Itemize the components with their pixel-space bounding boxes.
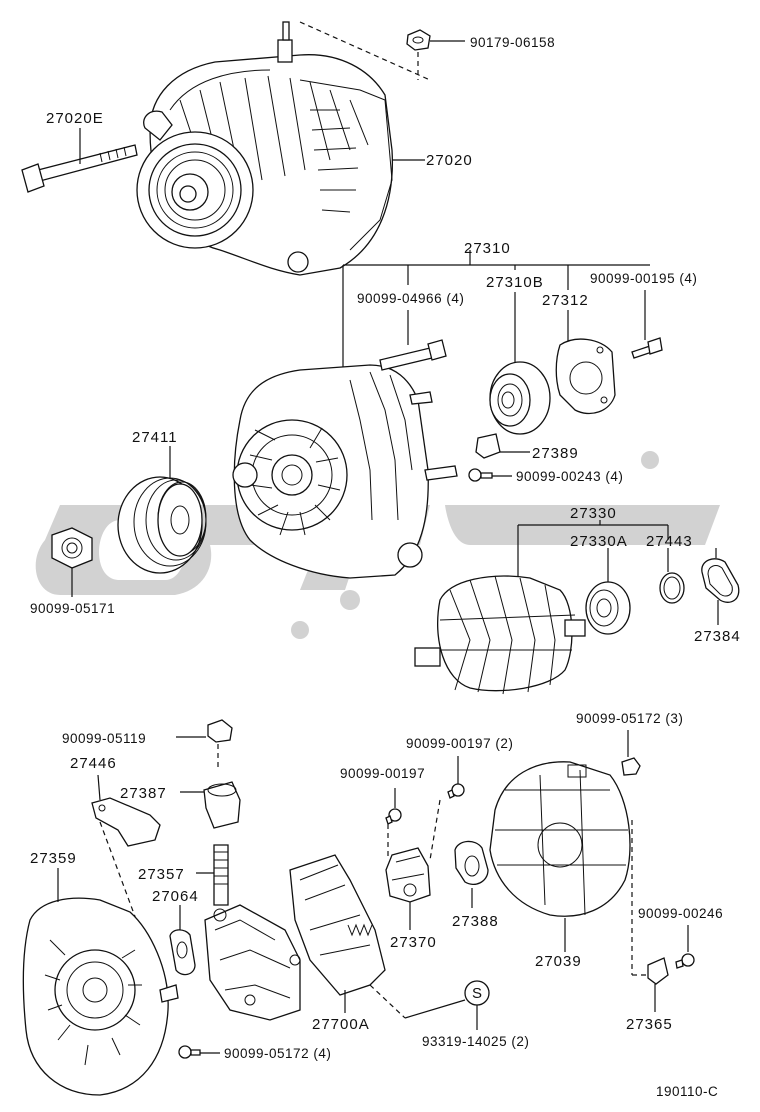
rotor-27330: [414, 575, 586, 695]
label-90099-05172-3: 90099-05172 (3): [576, 711, 683, 726]
label-27365: 27365: [626, 1016, 673, 1033]
label-27370: 27370: [390, 934, 437, 951]
label-27020: 27020: [426, 152, 473, 169]
label-27388: 27388: [452, 913, 499, 930]
seal-27384: [701, 558, 740, 603]
bearing-27310b: [489, 361, 551, 435]
screw-90099-05119: [207, 719, 233, 743]
label-90099-00246: 90099-00246: [638, 906, 723, 921]
label-27357: 27357: [138, 866, 185, 883]
cover-27389: [475, 433, 501, 459]
label-90099-00243: 90099-00243 (4): [516, 469, 623, 484]
insulator-27387: [203, 781, 241, 829]
label-90099-00195: 90099-00195 (4): [590, 271, 697, 286]
screw-90099-05172-3: [621, 757, 641, 776]
label-27330: 27330: [570, 505, 617, 522]
label-27039: 27039: [535, 953, 582, 970]
label-27443: 27443: [646, 533, 693, 550]
drive-end-frame: [232, 364, 458, 579]
terminal-27365: [647, 957, 669, 985]
screw-90099-00243: [468, 468, 493, 482]
label-27384: 27384: [694, 628, 741, 645]
label-27411: 27411: [132, 429, 178, 446]
label-27310: 27310: [464, 240, 511, 257]
label-s-marker: S: [472, 985, 483, 1002]
label-90179-06158: 90179-06158: [470, 35, 555, 50]
retainer-plate-27312: [555, 338, 616, 415]
rear-cover-27039: [489, 761, 631, 917]
label-27310b: 27310B: [486, 274, 544, 291]
label-27064: 27064: [152, 888, 199, 905]
ring-27443: [659, 572, 685, 604]
bearing-27330a: [585, 581, 631, 635]
rear-end-frame-27359: [22, 897, 179, 1096]
label-27446: 27446: [70, 755, 117, 772]
insulator-27064: [169, 929, 196, 976]
screw-90099-00197-2: [447, 783, 465, 799]
label-90099-05172-4: 90099-05172 (4): [224, 1046, 331, 1061]
label-27387: 27387: [120, 785, 167, 802]
nut-90099-05171: [51, 527, 93, 569]
nut-90179-06158: [406, 29, 431, 51]
cover-27388: [454, 840, 489, 885]
label-27700a: 27700A: [312, 1016, 370, 1033]
label-90099-04966: 90099-04966 (4): [357, 291, 464, 306]
screw-90099-00246: [675, 953, 695, 969]
label-90099-05119: 90099-05119: [62, 731, 146, 746]
stud-90099-04966: [379, 339, 447, 371]
label-93319-14025: 93319-14025 (2): [422, 1034, 529, 1049]
rectifier-holder: [204, 904, 301, 1021]
figure-code: 190110-C: [656, 1084, 718, 1099]
label-27312: 27312: [542, 292, 589, 309]
bracket-27446: [91, 797, 161, 847]
label-90099-00197-2: 90099-00197 (2): [406, 736, 513, 751]
screw-90099-00195: [631, 337, 663, 359]
brush-holder-27370: [385, 847, 431, 903]
label-27020e: 27020E: [46, 110, 104, 127]
label-90099-05171: 90099-05171: [30, 601, 115, 616]
screw-90099-05172-4: [178, 1045, 201, 1059]
bolt-27020E: [21, 144, 138, 193]
screw-90099-00197: [385, 808, 402, 825]
label-90099-00197: 90099-00197: [340, 766, 425, 781]
pulley-27411: [117, 476, 207, 574]
label-27330a: 27330A: [570, 533, 628, 550]
label-27359: 27359: [30, 850, 77, 867]
label-27389: 27389: [532, 445, 579, 462]
terminal-bolt-27357: [213, 844, 229, 906]
regulator-27700a: [289, 854, 386, 996]
alternator-assembly: [136, 21, 394, 276]
